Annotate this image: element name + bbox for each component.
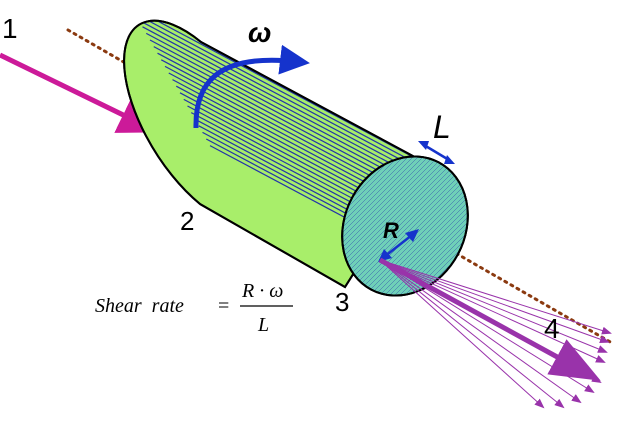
cylinder-stripe <box>168 72 424 239</box>
formula-lhs: Shear rate <box>95 295 184 317</box>
scattered-ray <box>379 259 545 409</box>
scattered-ray <box>379 259 582 404</box>
cylinder-stripe <box>183 98 424 265</box>
label-omega: ω <box>248 17 271 48</box>
scattered-beams <box>378 257 612 409</box>
scattered-ray <box>379 259 565 409</box>
cylinder-stripe <box>187 105 424 272</box>
scattered-ray <box>379 259 610 344</box>
cylinder-stripe <box>179 92 424 259</box>
end-cap-hatch <box>318 149 436 301</box>
formula-numerator: R · ω <box>241 280 283 302</box>
cylinder-stripe <box>138 20 424 186</box>
label-length: L <box>433 109 451 145</box>
label-point-3: 3 <box>335 287 349 317</box>
end-cap-hatch <box>318 149 431 301</box>
label-point-2: 2 <box>180 206 194 236</box>
formula-equals: = <box>218 295 229 317</box>
end-cap-hatch <box>389 149 492 301</box>
cylinder-stripe <box>172 79 424 246</box>
cylinder-stripe <box>190 112 424 279</box>
label-point-4: 4 <box>544 313 560 344</box>
end-cap-hatch <box>374 149 492 301</box>
shear-rate-formula: Shear rate = R · ω L <box>95 280 293 336</box>
cylinder-stripe <box>175 85 424 252</box>
end-cap-hatch <box>369 149 492 301</box>
incident-beam-arrow <box>0 52 159 133</box>
transmitted-beam-arrow <box>378 257 601 381</box>
label-point-1: 1 <box>2 13 18 44</box>
scattered-ray <box>379 259 608 353</box>
length-arrow <box>418 141 455 164</box>
cylinder-stripe <box>134 20 424 180</box>
end-cap-hatch <box>318 149 421 301</box>
label-radius: R <box>383 218 399 243</box>
formula-denominator: L <box>257 314 269 336</box>
cylinder-body <box>123 19 426 289</box>
end-cap-hatch <box>318 149 426 301</box>
rotation-arrow <box>193 44 310 129</box>
end-cap-hatch <box>318 149 441 301</box>
scattered-ray <box>379 259 612 335</box>
